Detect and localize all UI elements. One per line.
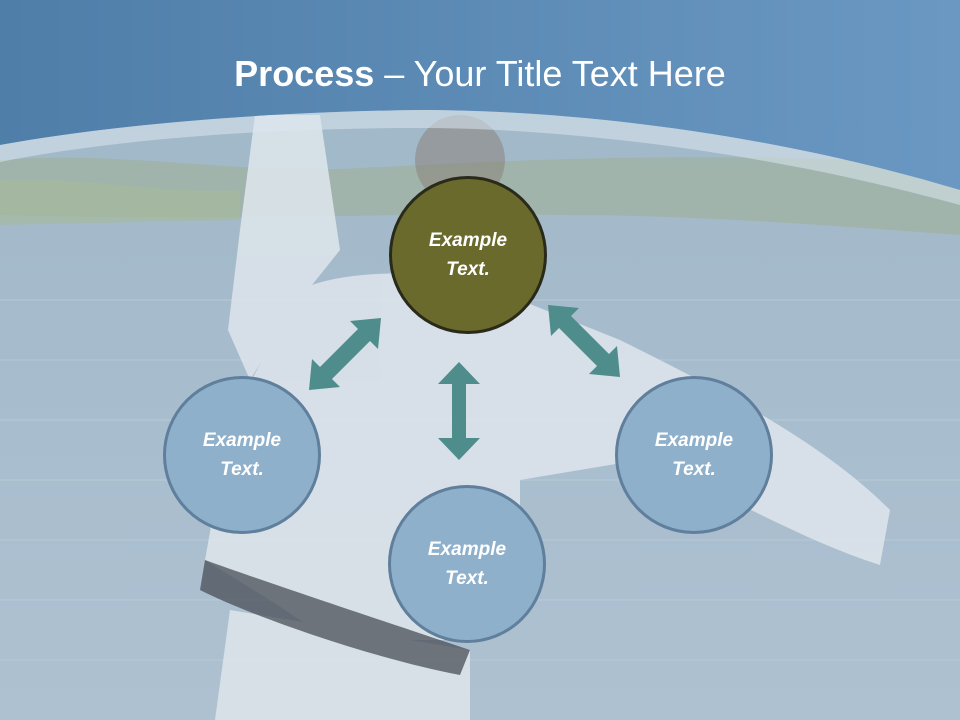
arrow-vertical: [438, 362, 480, 460]
slide-title: Process – Your Title Text Here: [0, 52, 960, 96]
arrow-top-right: [548, 305, 620, 377]
node-text-line1: Example: [654, 430, 734, 451]
arrow-top-left: [309, 318, 381, 390]
node-text-line1: Example: [202, 430, 282, 451]
title-bold: Process: [234, 53, 375, 94]
process-node-bottom: Example Text.: [388, 485, 546, 643]
node-text-line2: Text.: [445, 568, 489, 589]
process-node-right: Example Text.: [615, 376, 773, 534]
title-rest: – Your Title Text Here: [374, 53, 726, 94]
node-text-line2: Text.: [220, 459, 264, 480]
process-node-top: Example Text.: [389, 176, 547, 334]
node-text-line1: Example: [428, 230, 508, 251]
process-node-left: Example Text.: [163, 376, 321, 534]
node-text-line2: Text.: [672, 459, 716, 480]
node-text-line1: Example: [427, 539, 507, 560]
node-text-line2: Text.: [446, 259, 490, 280]
